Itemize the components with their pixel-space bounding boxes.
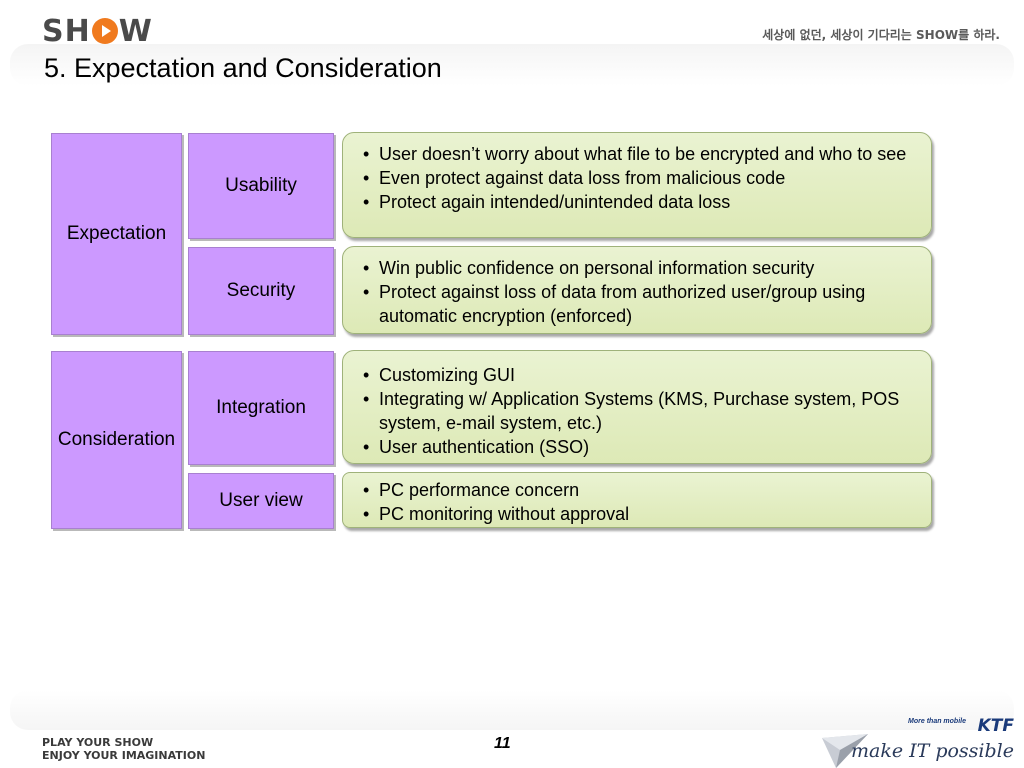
consideration-label-text: Consideration [57, 429, 176, 450]
expectation-label: Expectation [51, 133, 182, 335]
usability-label-text: Usability [225, 175, 297, 196]
show-logo: SH W [42, 13, 153, 49]
integration-label-text: Integration [216, 397, 306, 418]
list-item: Win public confidence on personal inform… [361, 256, 917, 280]
list-item: PC performance concern [361, 478, 917, 502]
page-number: 11 [494, 735, 511, 752]
footer-line-1: PLAY YOUR SHOW [42, 736, 154, 749]
consideration-label: Consideration [51, 351, 182, 529]
user-view-label: User view [188, 473, 334, 529]
integration-label: Integration [188, 351, 334, 465]
header-tagline: 세상에 없던, 세상이 기다리는 SHOW를 하라. [762, 28, 1000, 42]
security-label-text: Security [226, 280, 296, 301]
ktf-logo-text: KTF [977, 716, 1014, 736]
integration-panel: Customizing GUI Integrating w/ Applicati… [342, 350, 932, 464]
list-item: User authentication (SSO) [361, 435, 917, 459]
footer-band [10, 690, 1014, 730]
logo-text-left: SH [42, 13, 91, 49]
list-item: Even protect against data loss from mali… [361, 166, 917, 190]
list-item: Protect against loss of data from author… [361, 280, 917, 328]
list-item: Integrating w/ Application Systems (KMS,… [361, 387, 917, 435]
list-item: PC monitoring without approval [361, 502, 917, 526]
list-item: Protect again intended/unintended data l… [361, 190, 917, 214]
paper-plane-icon [822, 734, 868, 768]
logo-text-right: W [118, 13, 153, 49]
list-item: Customizing GUI [361, 363, 917, 387]
ktf-brand: More than mobile KTF make IT possible [814, 716, 1014, 768]
user-view-label-text: User view [219, 490, 303, 511]
list-item: User doesn’t worry about what file to be… [361, 142, 917, 166]
user-view-panel: PC performance concern PC monitoring wit… [342, 472, 932, 528]
play-icon [91, 18, 118, 44]
more-than-mobile-text: More than mobile [908, 718, 966, 725]
usability-panel: User doesn’t worry about what file to be… [342, 132, 932, 238]
page-title: 5. Expectation and Consideration [44, 53, 442, 83]
expectation-label-text: Expectation [66, 223, 167, 244]
footer-slogan: PLAY YOUR SHOW ENJOY YOUR IMAGINATION [42, 736, 205, 762]
make-it-possible-text: make IT possible [850, 740, 1014, 762]
footer-line-2: ENJOY YOUR IMAGINATION [42, 749, 206, 762]
security-panel: Win public confidence on personal inform… [342, 246, 932, 334]
usability-label: Usability [188, 133, 334, 239]
security-label: Security [188, 247, 334, 335]
title-band [10, 44, 1014, 86]
